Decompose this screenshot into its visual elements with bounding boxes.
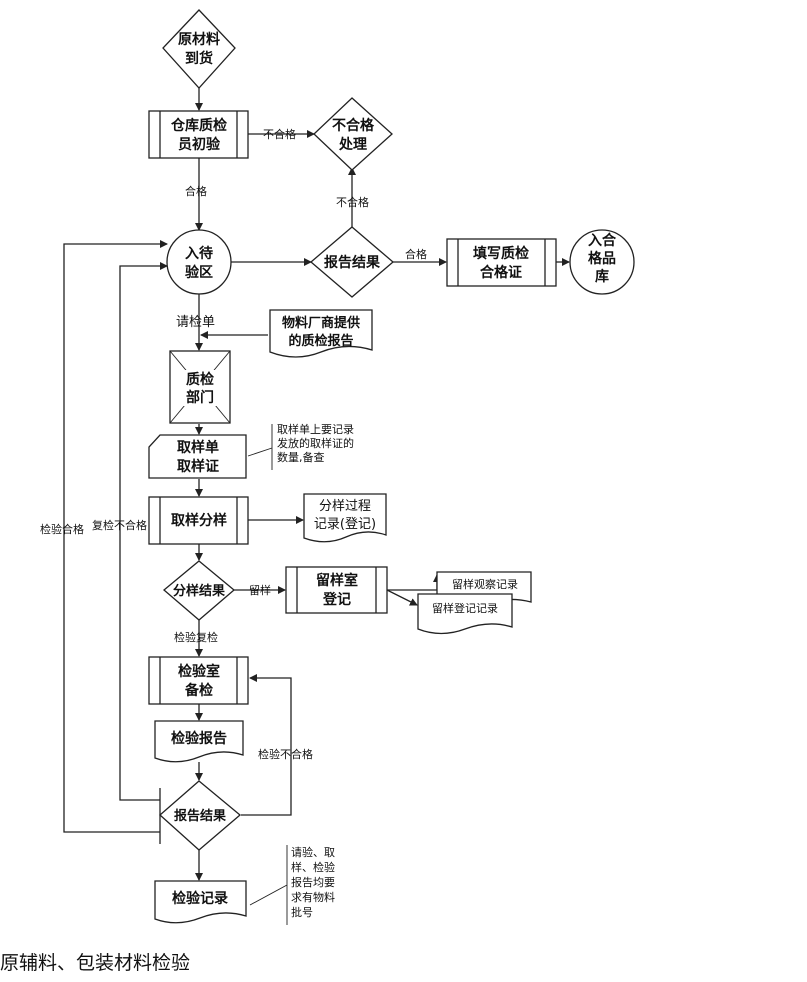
label-request-form: 请检单: [176, 315, 215, 330]
node-sampling-note-line1: 取样单上要记录: [277, 422, 354, 436]
node-batch-note-line3: 报告均要: [291, 875, 335, 889]
connectors: [63, 88, 570, 925]
edge-test-failed: [241, 674, 292, 816]
node-test-record-label: 检验记录: [172, 890, 228, 907]
node-retain-room-line2: 登记: [322, 591, 351, 608]
node-split-record-line2: 记录(登记): [314, 517, 376, 532]
node-arrival-line2: 到货: [185, 50, 213, 67]
node-vendor-report-line1: 物料厂商提供: [282, 315, 360, 331]
node-batch-note-line5: 批号: [291, 905, 313, 919]
node-split-record-line1: 分样过程: [319, 499, 371, 514]
node-lab-prep-line1: 检验室: [178, 663, 220, 680]
node-retain-register-label: 留样登记记录: [432, 601, 498, 615]
node-retain-room: 留样室 登记: [285, 566, 388, 614]
label-retest: 检验复检: [174, 630, 218, 644]
node-sampling-note-line2: 发放的取样证的: [277, 436, 354, 450]
node-vendor-report: 物料厂商提供 的质检报告: [269, 309, 373, 358]
label-test-failed: 检验不合格: [258, 747, 313, 761]
node-reject-line1: 不合格: [332, 117, 375, 134]
node-warehouse-line1: 入合: [588, 232, 617, 249]
node-retain-room-line1: 留样室: [316, 572, 358, 589]
node-result-bottom-label: 报告结果: [174, 808, 226, 824]
node-warehouse-line3: 库: [595, 268, 609, 285]
node-arrival-line1: 原材料: [178, 31, 220, 48]
flowchart-canvas: 不合格 合格 不合格 合格 请检单 留样 检验复检 检验不合格 复检不合格 检验…: [40, 9, 635, 925]
node-lab-report: 检验报告: [154, 720, 244, 763]
node-batch-note-line4: 求有物料: [291, 890, 335, 904]
label-unqualified-2: 不合格: [336, 195, 369, 209]
node-split-record: 分样过程 记录(登记): [303, 493, 387, 543]
edge-retain-register: [386, 589, 418, 606]
node-sampling-note-line3: 数量,备查: [277, 450, 325, 464]
node-result-top-label: 报告结果: [324, 254, 381, 271]
figure-caption: 原辅料、包装材料检验: [0, 952, 191, 974]
node-sampling-slip: 取样单 取样证: [148, 434, 247, 479]
node-quarantine: 入待 验区: [166, 229, 232, 295]
node-retain-observe-label: 留样观察记录: [452, 577, 518, 591]
edge-recheck-failed: [119, 262, 168, 801]
node-warehouse-line2: 格品: [588, 250, 616, 267]
node-split-result: 分样结果: [162, 560, 236, 621]
label-retain: 留样: [249, 583, 271, 597]
edge-batch-note: [249, 845, 288, 925]
node-initial-check-line2: 员初验: [178, 136, 221, 153]
node-initial-check-line1: 仓库质检: [170, 117, 227, 134]
label-test-passed: 检验合格: [40, 522, 84, 536]
node-reject-line2: 处理: [338, 136, 367, 153]
node-quarantine-line2: 验区: [185, 264, 213, 281]
node-reject: 不合格 处理: [313, 97, 393, 171]
node-result-bottom: 报告结果: [159, 780, 242, 851]
node-result-top: 报告结果: [309, 226, 395, 298]
node-test-record: 检验记录: [154, 880, 247, 924]
node-lab-prep-line2: 备检: [184, 682, 213, 699]
edge-test-passed: [63, 240, 168, 833]
node-retain-register: 留样登记记录: [417, 593, 513, 635]
label-recheck-failed: 复检不合格: [92, 518, 147, 532]
node-arrival: 原材料 到货: [162, 9, 236, 89]
node-batch-note-line2: 样、检验: [291, 860, 335, 874]
node-batch-note-line1: 请验、取: [291, 845, 335, 859]
edge-labels: 不合格 合格 不合格 合格 请检单 留样 检验复检 检验不合格 复检不合格 检验…: [40, 127, 427, 761]
node-lab-prep: 检验室 备检: [148, 656, 249, 705]
node-quarantine-line1: 入待: [185, 245, 213, 262]
label-unqualified-1: 不合格: [263, 127, 296, 141]
node-qc-dept-line2: 部门: [186, 389, 214, 406]
edge-sampling-note: [247, 424, 273, 470]
node-fill-cert-line1: 填写质检: [473, 245, 529, 262]
node-sampling-slip-line1: 取样单: [177, 439, 219, 456]
node-qc-dept-line1: 质检: [186, 371, 214, 388]
node-initial-check: 仓库质检 员初验: [148, 110, 249, 159]
node-split-result-label: 分样结果: [173, 583, 225, 599]
node-split-sample: 取样分样: [148, 496, 249, 545]
node-warehouse: 入合 格品 库: [569, 229, 635, 295]
node-qc-dept: 质检 部门: [169, 350, 231, 424]
edge-retain-observe: [387, 574, 441, 591]
node-fill-cert-line2: 合格证: [480, 264, 522, 281]
node-lab-report-label: 检验报告: [171, 730, 227, 747]
label-qualified-2: 合格: [405, 247, 427, 261]
node-vendor-report-line2: 的质检报告: [288, 333, 353, 349]
node-batch-note: 请验、取 样、检验 报告均要 求有物料 批号: [291, 845, 335, 919]
label-qualified-1: 合格: [185, 184, 207, 198]
node-sampling-slip-line2: 取样证: [177, 458, 219, 475]
node-sampling-note: 取样单上要记录 发放的取样证的 数量,备查: [277, 422, 354, 464]
node-fill-cert: 填写质检 合格证: [446, 238, 557, 287]
node-split-sample-label: 取样分样: [171, 512, 227, 529]
